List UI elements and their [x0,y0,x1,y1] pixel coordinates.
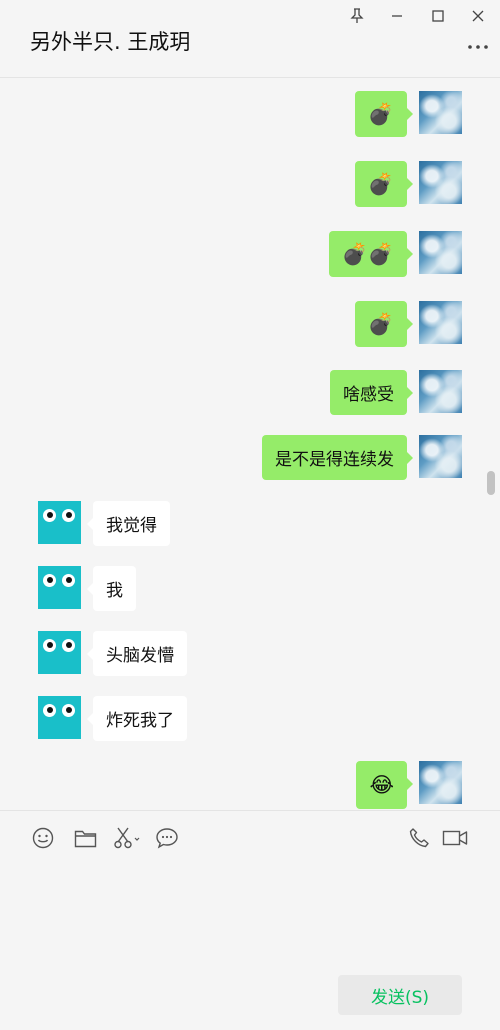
message-bubble[interactable]: 我 [87,566,136,611]
maximize-icon[interactable] [425,4,451,28]
bomb-emoji: 💣 [367,171,394,196]
avatar[interactable] [419,761,462,804]
message-bubble[interactable]: 头脑发懵 [87,631,187,676]
bomb-emoji: 💣💣 [341,241,394,266]
message-bubble[interactable]: 啥感受 [330,370,413,415]
laughing-emoji: 😂 [369,772,394,797]
chat-title: 另外半只. 王成玥 [30,30,191,54]
input-toolbar [0,810,500,866]
avatar[interactable] [38,696,81,739]
chat-header: 另外半只. 王成玥 [0,0,500,78]
message-bubble[interactable]: 💣 [354,161,414,207]
folder-icon[interactable] [72,825,98,851]
message-bubble[interactable]: 炸死我了 [87,696,187,741]
message-bubble[interactable]: 💣 [354,301,414,347]
avatar[interactable] [419,231,462,274]
message-text: 是不是得连续发 [275,450,394,470]
bomb-emoji: 💣 [367,101,394,126]
avatar[interactable] [38,501,81,544]
avatar[interactable] [38,566,81,609]
scrollbar-thumb[interactable] [487,471,495,495]
more-icon[interactable] [466,40,490,54]
message-text: 头脑发懵 [106,646,174,666]
message-input[interactable] [20,870,480,965]
avatar[interactable] [38,631,81,674]
avatar[interactable] [419,91,462,134]
message-text: 啥感受 [343,385,394,405]
message-bubble[interactable]: 是不是得连续发 [262,435,413,480]
emoji-icon[interactable] [30,825,56,851]
chat-bubble-icon[interactable] [154,825,180,851]
message-list[interactable]: 💣 💣 💣💣 💣 啥感受 是不是得连续发 [0,79,500,810]
message-bubble[interactable]: 我觉得 [87,501,170,546]
video-call-icon[interactable] [441,825,469,851]
message-text: 我觉得 [106,516,157,536]
close-icon[interactable] [465,4,491,28]
avatar[interactable] [419,370,462,413]
phone-icon[interactable] [406,825,432,851]
message-text: 我 [106,581,123,601]
pin-icon[interactable] [344,4,370,28]
avatar[interactable] [419,435,462,478]
bomb-emoji: 💣 [367,311,394,336]
message-bubble[interactable]: 💣 [354,91,414,137]
message-bubble[interactable]: 💣💣 [328,231,414,277]
avatar[interactable] [419,161,462,204]
send-button[interactable]: 发送(S) [338,975,462,1015]
scissors-icon[interactable] [112,825,142,851]
message-bubble[interactable]: 😂 [356,761,413,809]
message-text: 炸死我了 [106,711,174,731]
minimize-icon[interactable] [384,4,410,28]
avatar[interactable] [419,301,462,344]
